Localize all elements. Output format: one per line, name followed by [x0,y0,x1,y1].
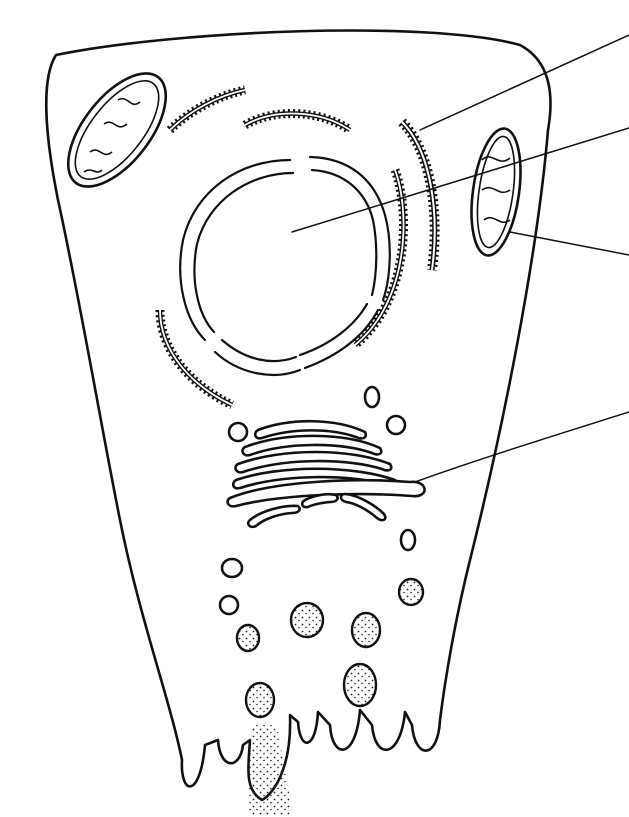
secretory-granule [344,664,376,706]
vesicle [222,559,242,577]
vesicle [387,416,405,434]
secretory-granule [352,613,380,647]
secretory-granule [246,683,274,717]
secretory-granule [237,625,259,651]
vesicle [401,530,415,550]
vesicle [229,423,247,441]
vesicle [365,387,379,407]
secretory-granule [399,579,423,605]
vesicle [220,596,238,614]
secretory-granule [291,603,323,637]
